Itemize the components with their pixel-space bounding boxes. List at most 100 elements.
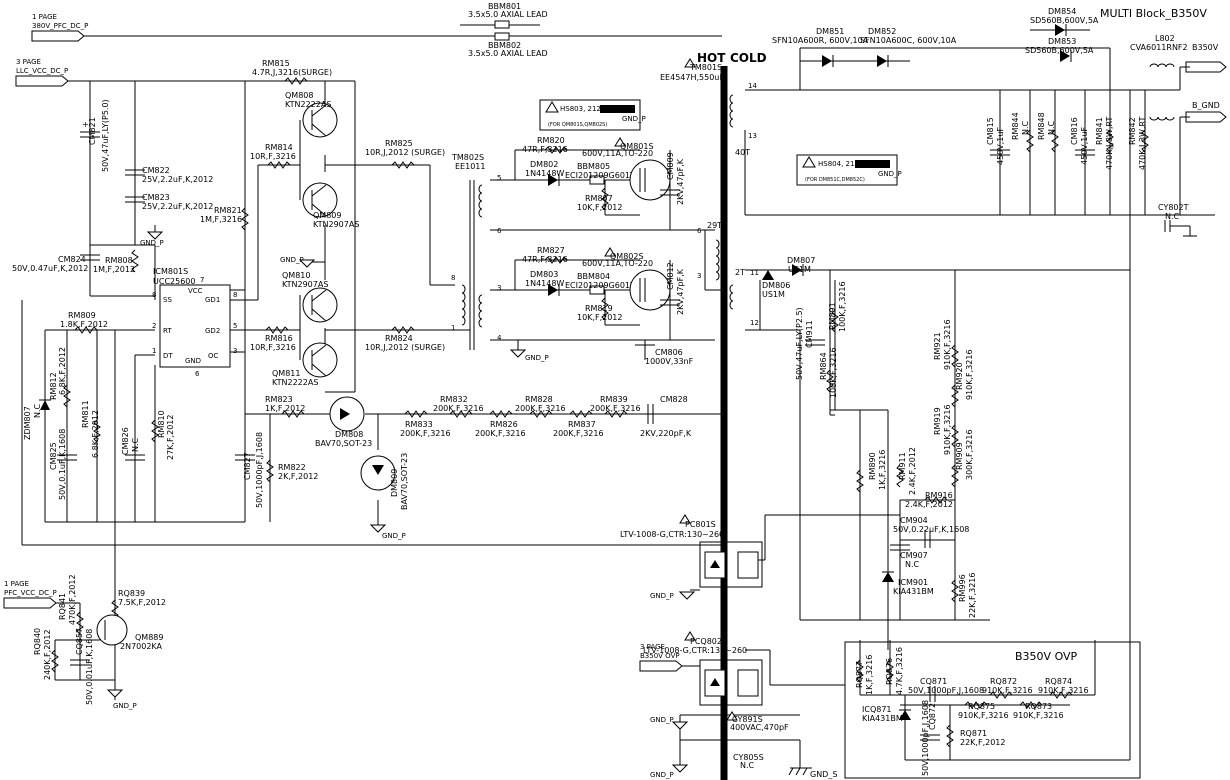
svg-text:7: 7 bbox=[200, 276, 204, 284]
rm837: RM837 200K,F,3216 bbox=[553, 410, 604, 438]
rq841: RQ841 470K,F,2012 bbox=[58, 574, 84, 635]
gnd-p-ic: GND_P bbox=[140, 225, 164, 247]
svg-text:100K,F,3216: 100K,F,3216 bbox=[838, 281, 847, 332]
rm909: RM909 300K,F,3216 bbox=[951, 429, 974, 488]
svg-text:CM806: CM806 bbox=[655, 348, 683, 357]
rm819: RM819 10K,F,2012 bbox=[577, 297, 622, 322]
pcq802s: PCQ802S LTV-1008-G,CTR:130~260 bbox=[643, 631, 763, 706]
svg-text:RM921: RM921 bbox=[933, 332, 942, 360]
svg-text:RM820: RM820 bbox=[537, 136, 565, 145]
svg-text:8: 8 bbox=[152, 291, 156, 299]
svg-text:KTN2907AS: KTN2907AS bbox=[313, 220, 359, 229]
rm809: RM809 1.8K,F,2012 bbox=[60, 311, 108, 334]
svg-text:CM827: CM827 bbox=[243, 452, 252, 480]
cm821: + CM821 50V,47uF,LY(P5.0) bbox=[80, 99, 110, 172]
svg-text:GND_P: GND_P bbox=[113, 702, 137, 710]
svg-text:PCQ802S: PCQ802S bbox=[690, 637, 727, 646]
dm808: DM808 BAV70,SOT-23 bbox=[315, 396, 372, 448]
svg-text:470K,F,2012: 470K,F,2012 bbox=[68, 574, 77, 625]
svg-text:RM919: RM919 bbox=[933, 407, 942, 435]
svg-text:DM809: DM809 bbox=[390, 469, 399, 497]
svg-text:CM822: CM822 bbox=[142, 166, 170, 175]
ovp-block: B350V OVP bbox=[844, 641, 1141, 779]
svg-text:SFN10A600C, 600V,10A: SFN10A600C, 600V,10A bbox=[860, 36, 957, 45]
cm907: CM907 N.C bbox=[890, 544, 928, 569]
svg-text:910K,F,3216: 910K,F,3216 bbox=[958, 711, 1009, 720]
svg-text:910K,F,3216: 910K,F,3216 bbox=[943, 404, 952, 455]
svg-text:200K,F,3216: 200K,F,3216 bbox=[475, 429, 526, 438]
rm808: RM808 1M,F,2012 bbox=[93, 249, 139, 274]
rm816: RM816 10R,F,3216 bbox=[250, 326, 296, 352]
svg-text:RQ872: RQ872 bbox=[990, 677, 1017, 686]
gnd-p-driver: GND_P bbox=[280, 256, 325, 268]
svg-text:2T: 2T bbox=[735, 268, 745, 277]
svg-text:910K,F,3216: 910K,F,3216 bbox=[1013, 711, 1064, 720]
svg-text:RM815: RM815 bbox=[262, 59, 290, 68]
svg-text:3: 3 bbox=[697, 272, 701, 280]
rm810: RM810 27K,F,2012 bbox=[151, 410, 175, 460]
secondary-wiring bbox=[679, 47, 1215, 768]
gnd-p-pfc: GND_P bbox=[106, 689, 137, 710]
rq872: RQ872 910K,F,3216 bbox=[982, 677, 1033, 699]
svg-text:TM801S: TM801S bbox=[689, 63, 722, 72]
svg-text:QM801S: QM801S bbox=[620, 142, 654, 151]
svg-text:22K,F,3216: 22K,F,3216 bbox=[968, 573, 977, 618]
dm851: DM851 SFN10A600R, 600V,10A bbox=[772, 27, 869, 67]
svg-text:RM821: RM821 bbox=[214, 206, 242, 215]
svg-text:RT: RT bbox=[163, 327, 172, 335]
svg-text:10K,F,2012: 10K,F,2012 bbox=[577, 313, 622, 322]
svg-text:GD2: GD2 bbox=[205, 327, 220, 335]
svg-text:OC: OC bbox=[208, 352, 219, 360]
cold-label: COLD bbox=[730, 51, 767, 65]
svg-text:50V,0.1uF,K,1608: 50V,0.1uF,K,1608 bbox=[58, 429, 67, 500]
svg-text:(FOR QM801S,QM802S): (FOR QM801S,QM802S) bbox=[548, 122, 607, 128]
svg-text:3.5x5.0 AXIAL LEAD: 3.5x5.0 AXIAL LEAD bbox=[468, 10, 548, 19]
cm827: CM827 50V,1000pF,J,1608 bbox=[235, 432, 264, 508]
rq873: RQ873 910K,F,3216 bbox=[1013, 701, 1064, 720]
svg-text:BBM805: BBM805 bbox=[577, 162, 610, 171]
cm828: CM828 2KV,220pF,K bbox=[640, 395, 692, 438]
rm916: RM916 2.4K,F,2012 bbox=[905, 491, 953, 509]
cm815: CM815 450V,1uF bbox=[986, 117, 1010, 165]
svg-text:(FOR DM851C,DM852C): (FOR DM851C,DM852C) bbox=[805, 177, 865, 183]
svg-text:50V,1000pF,J,1608: 50V,1000pF,J,1608 bbox=[255, 432, 264, 508]
rm911: RM911 2.4K,F,2012 bbox=[896, 447, 917, 495]
svg-text:14: 14 bbox=[748, 82, 757, 90]
svg-text:910K,F,3216: 910K,F,3216 bbox=[982, 686, 1033, 695]
svg-text:22K,F,2012: 22K,F,2012 bbox=[960, 738, 1005, 747]
svg-text:3 PAGE: 3 PAGE bbox=[16, 58, 41, 66]
svg-text:CM809: CM809 bbox=[666, 152, 675, 180]
svg-text:DM854: DM854 bbox=[1048, 7, 1076, 16]
svg-text:RM810: RM810 bbox=[157, 410, 166, 438]
cq871: CQ871 50V,1000pF,J,1608 bbox=[908, 677, 984, 702]
svg-text:50V,1000pF,J,1608: 50V,1000pF,J,1608 bbox=[921, 700, 930, 776]
cm823: CM823 25V,2.2uF,K,2012 bbox=[125, 193, 213, 211]
svg-text:QM810: QM810 bbox=[282, 271, 310, 280]
svg-text:SD560B,600V,5A: SD560B,600V,5A bbox=[1030, 16, 1099, 25]
svg-text:GND_P: GND_P bbox=[280, 256, 304, 264]
rm827: RM827 47R,F,3216 bbox=[522, 246, 568, 264]
svg-text:DT: DT bbox=[163, 352, 173, 360]
gnd-s-bottom: GND_S bbox=[788, 767, 837, 779]
svg-text:1: 1 bbox=[451, 324, 455, 332]
svg-text:DM852: DM852 bbox=[868, 27, 896, 36]
svg-text:1M,F,3216: 1M,F,3216 bbox=[200, 215, 242, 224]
svg-text:RM833: RM833 bbox=[405, 420, 433, 429]
svg-text:KIA431BM: KIA431BM bbox=[893, 587, 934, 596]
gnd-p-bottom: GND_P bbox=[650, 764, 689, 779]
svg-text:5: 5 bbox=[233, 322, 237, 330]
svg-text:DM803: DM803 bbox=[530, 270, 558, 279]
svg-text:1K,F,3216: 1K,F,3216 bbox=[865, 655, 874, 695]
icm901: ICM901 KIA431BM bbox=[882, 571, 934, 596]
svg-text:CM815: CM815 bbox=[986, 117, 995, 145]
svg-text:2KV,220pF,K: 2KV,220pF,K bbox=[640, 429, 692, 438]
svg-text:8: 8 bbox=[451, 274, 455, 282]
svg-text:RM809: RM809 bbox=[68, 311, 96, 320]
svg-text:RM827: RM827 bbox=[537, 246, 565, 255]
svg-text:ECI201209G601T: ECI201209G601T bbox=[565, 281, 635, 290]
cq857: CQ857 50V,0.01uF,K,1608 bbox=[70, 628, 94, 705]
svg-text:RM832: RM832 bbox=[440, 395, 468, 404]
svg-text:910K,F,3216: 910K,F,3216 bbox=[1038, 686, 1089, 695]
svg-text:N.C: N.C bbox=[131, 437, 140, 452]
svg-text:CY805S: CY805S bbox=[733, 753, 764, 762]
